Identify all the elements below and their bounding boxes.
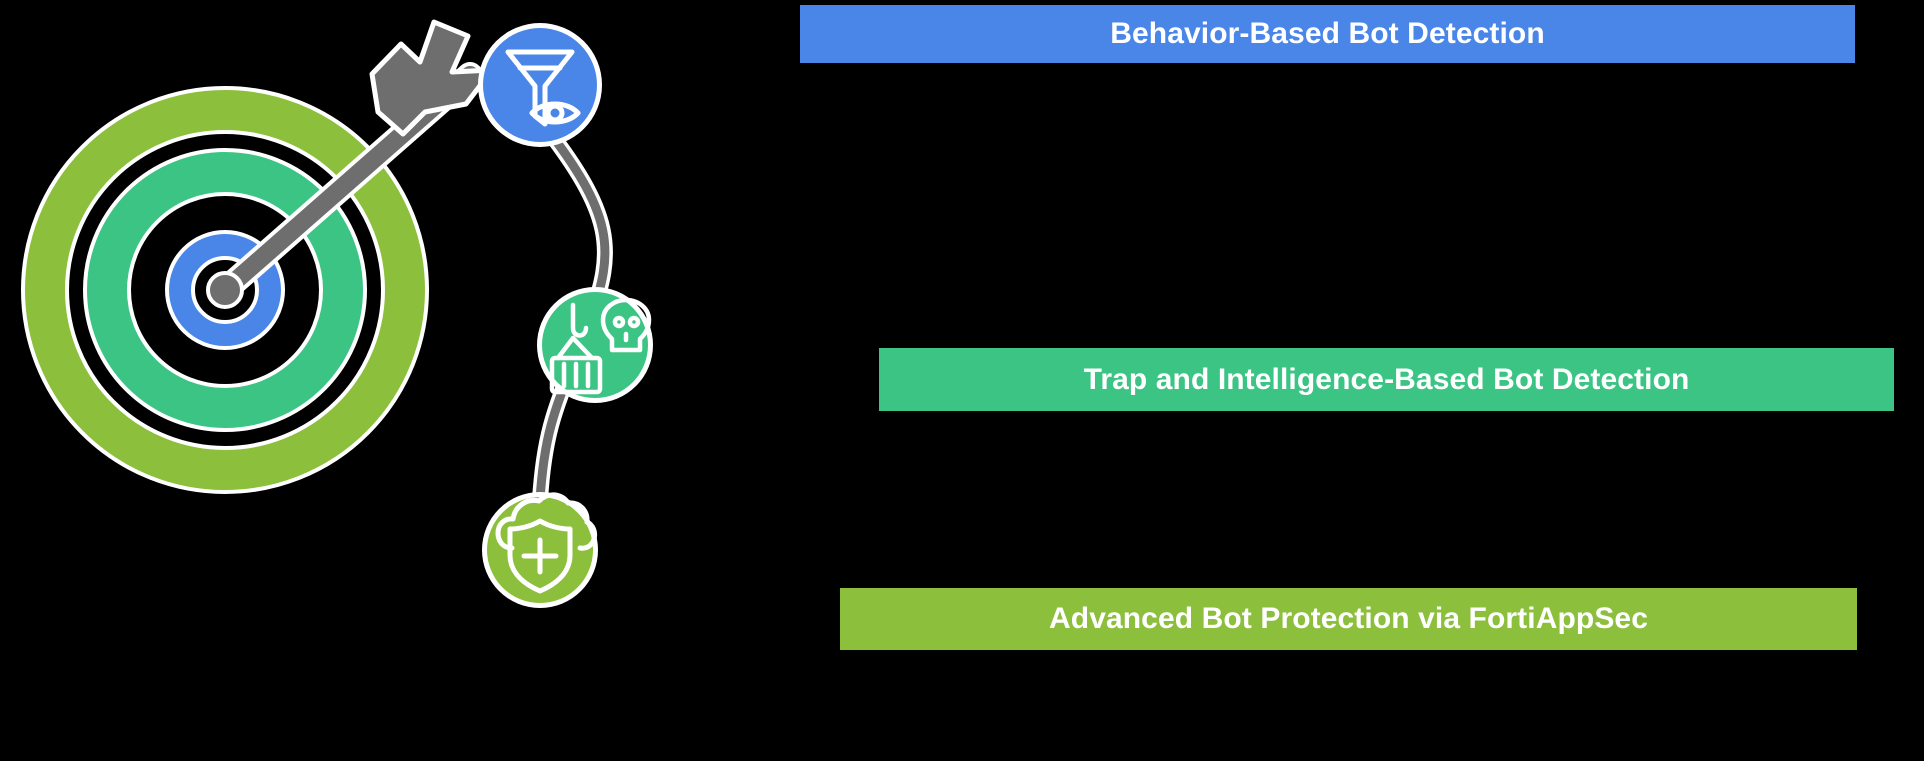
bullseye-target-graphic xyxy=(21,19,495,494)
flow-node-cloud-shield[interactable] xyxy=(482,492,598,608)
arrow-hit-point xyxy=(206,271,244,309)
flow-node-trap-skull[interactable] xyxy=(537,287,653,403)
banner-trap-and-intelligence-based-bot-detection[interactable]: Trap and Intelligence-Based Bot Detectio… xyxy=(879,348,1894,411)
node-2-circle xyxy=(542,292,648,398)
trap-skull-icon xyxy=(549,297,652,395)
target-outer-ring-inner-highlight xyxy=(65,130,385,450)
target-middle-ring-highlight xyxy=(83,148,367,432)
funnel-eye-icon xyxy=(505,49,581,127)
flow-connector-graphic xyxy=(478,23,653,608)
arrow-fletching xyxy=(369,19,495,137)
cloud-shield-plus-icon xyxy=(495,492,598,594)
flow-node-funnel-eye[interactable] xyxy=(478,23,602,147)
banner-trap-label: Trap and Intelligence-Based Bot Detectio… xyxy=(1083,362,1690,396)
target-center-gap-highlight xyxy=(191,256,259,324)
banner-fortiappsec-label: Advanced Bot Protection via FortiAppSec xyxy=(1049,602,1648,636)
arrow-graphic xyxy=(206,19,495,309)
target-outer-ring xyxy=(23,88,427,492)
banner-behavior-based-bot-detection[interactable]: Behavior-Based Bot Detection xyxy=(800,5,1855,63)
target-middle-ring xyxy=(85,150,365,430)
target-outer-ring-highlight xyxy=(21,86,429,494)
banner-behavior-label: Behavior-Based Bot Detection xyxy=(1110,17,1545,51)
target-inner-disc-highlight xyxy=(165,230,285,350)
banner-advanced-bot-protection-via-fortiappsec[interactable]: Advanced Bot Protection via FortiAppSec xyxy=(840,588,1857,650)
target-middle-ring-inner-highlight xyxy=(127,192,323,388)
node-1-circle xyxy=(483,28,597,142)
